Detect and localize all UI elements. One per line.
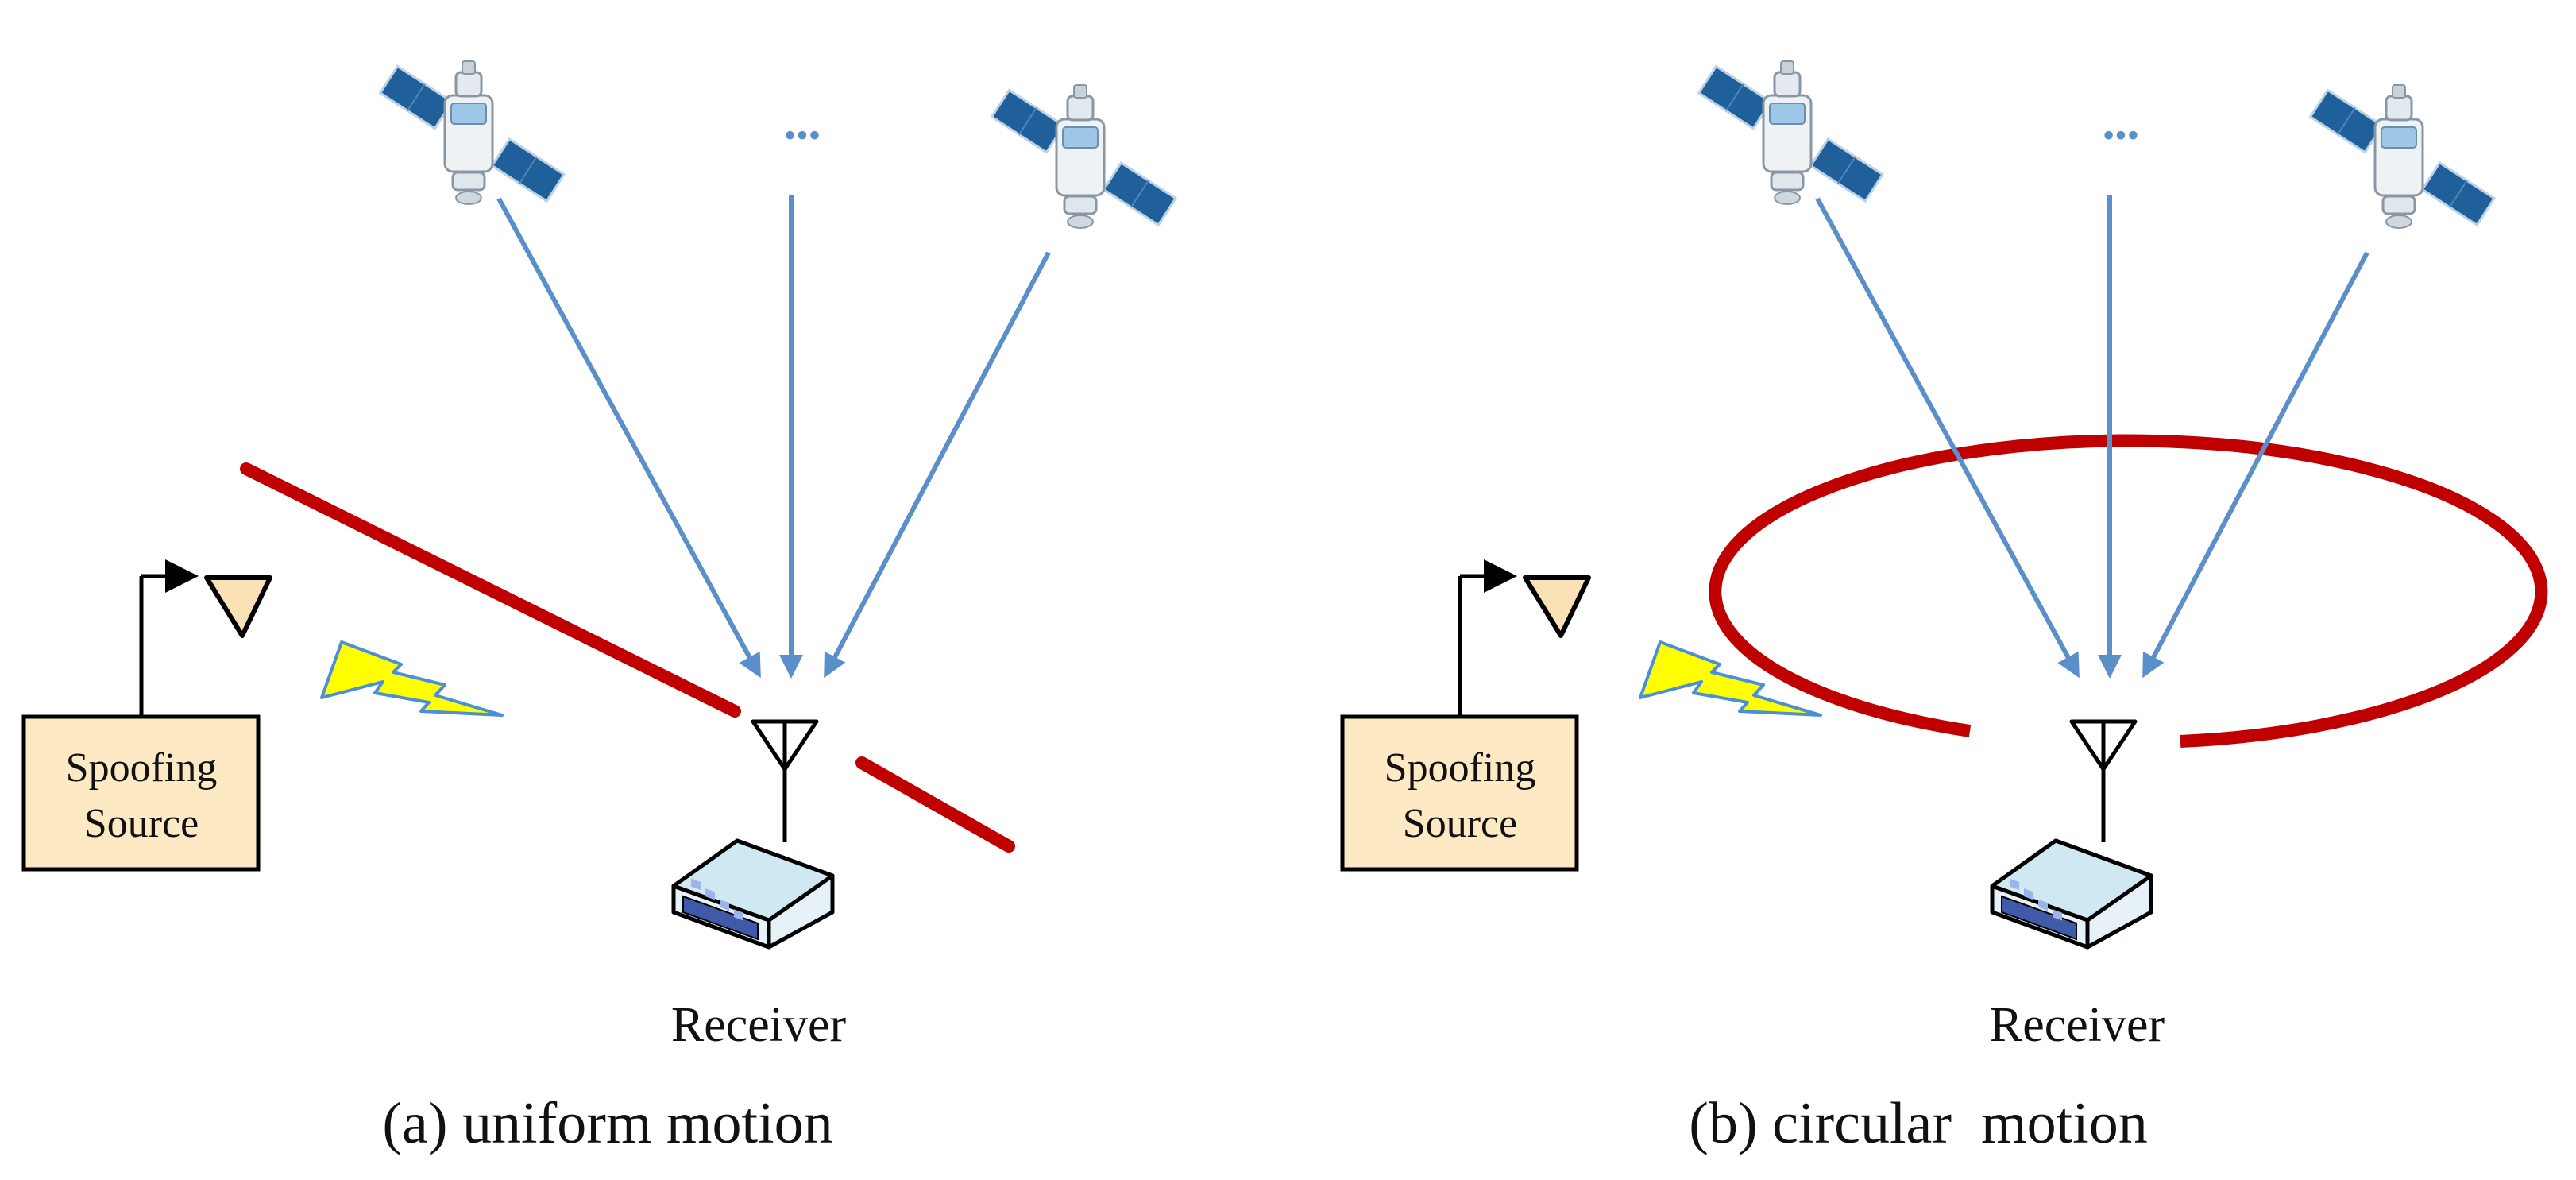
lightning-icon	[320, 640, 504, 717]
signal-arrow	[496, 197, 761, 679]
receiver-icon	[674, 841, 832, 947]
satellite-icon	[1697, 60, 1884, 206]
spoofing-antenna-icon	[139, 559, 272, 715]
spoofing-source-box	[21, 714, 261, 872]
spoofing-label-line2: Source	[84, 801, 199, 846]
receiver-label: Receiver	[1990, 998, 2165, 1052]
lightning-icon	[1639, 640, 1822, 717]
panel-circular-motion: ••• Receiver Spoofing Source (b) circula…	[1340, 60, 2548, 1156]
ellipsis: •••	[784, 116, 821, 155]
trajectory-line	[240, 462, 741, 718]
spoofing-label-line2: Source	[1403, 801, 1517, 846]
spoofing-label-line1: Spoofing	[66, 745, 218, 791]
spoofing-antenna-icon	[1458, 559, 1591, 715]
panel-caption: (a) uniform motion	[382, 1091, 832, 1156]
trajectory-ellipse	[1709, 434, 2548, 748]
antenna-icon	[2069, 719, 2138, 842]
signal-arrow	[1815, 197, 2080, 679]
spoofing-label-line1: Spoofing	[1385, 745, 1536, 791]
spoofing-source-box	[1340, 714, 1579, 872]
signal-arrow	[824, 251, 1051, 679]
antenna-icon	[751, 719, 819, 842]
panel-caption: (b) circular motion	[1689, 1091, 2147, 1156]
satellite-icon	[2309, 83, 2496, 230]
panel-uniform-motion: ••• Receiver Spoofing Source (a) uniform…	[21, 60, 1177, 1156]
receiver-icon	[1992, 841, 2151, 947]
signal-arrow	[2142, 251, 2369, 679]
satellite-icon	[379, 60, 566, 206]
ellipsis: •••	[2103, 116, 2139, 155]
trajectory-line	[855, 756, 1015, 853]
receiver-label: Receiver	[671, 998, 847, 1052]
satellite-icon	[991, 83, 1177, 230]
